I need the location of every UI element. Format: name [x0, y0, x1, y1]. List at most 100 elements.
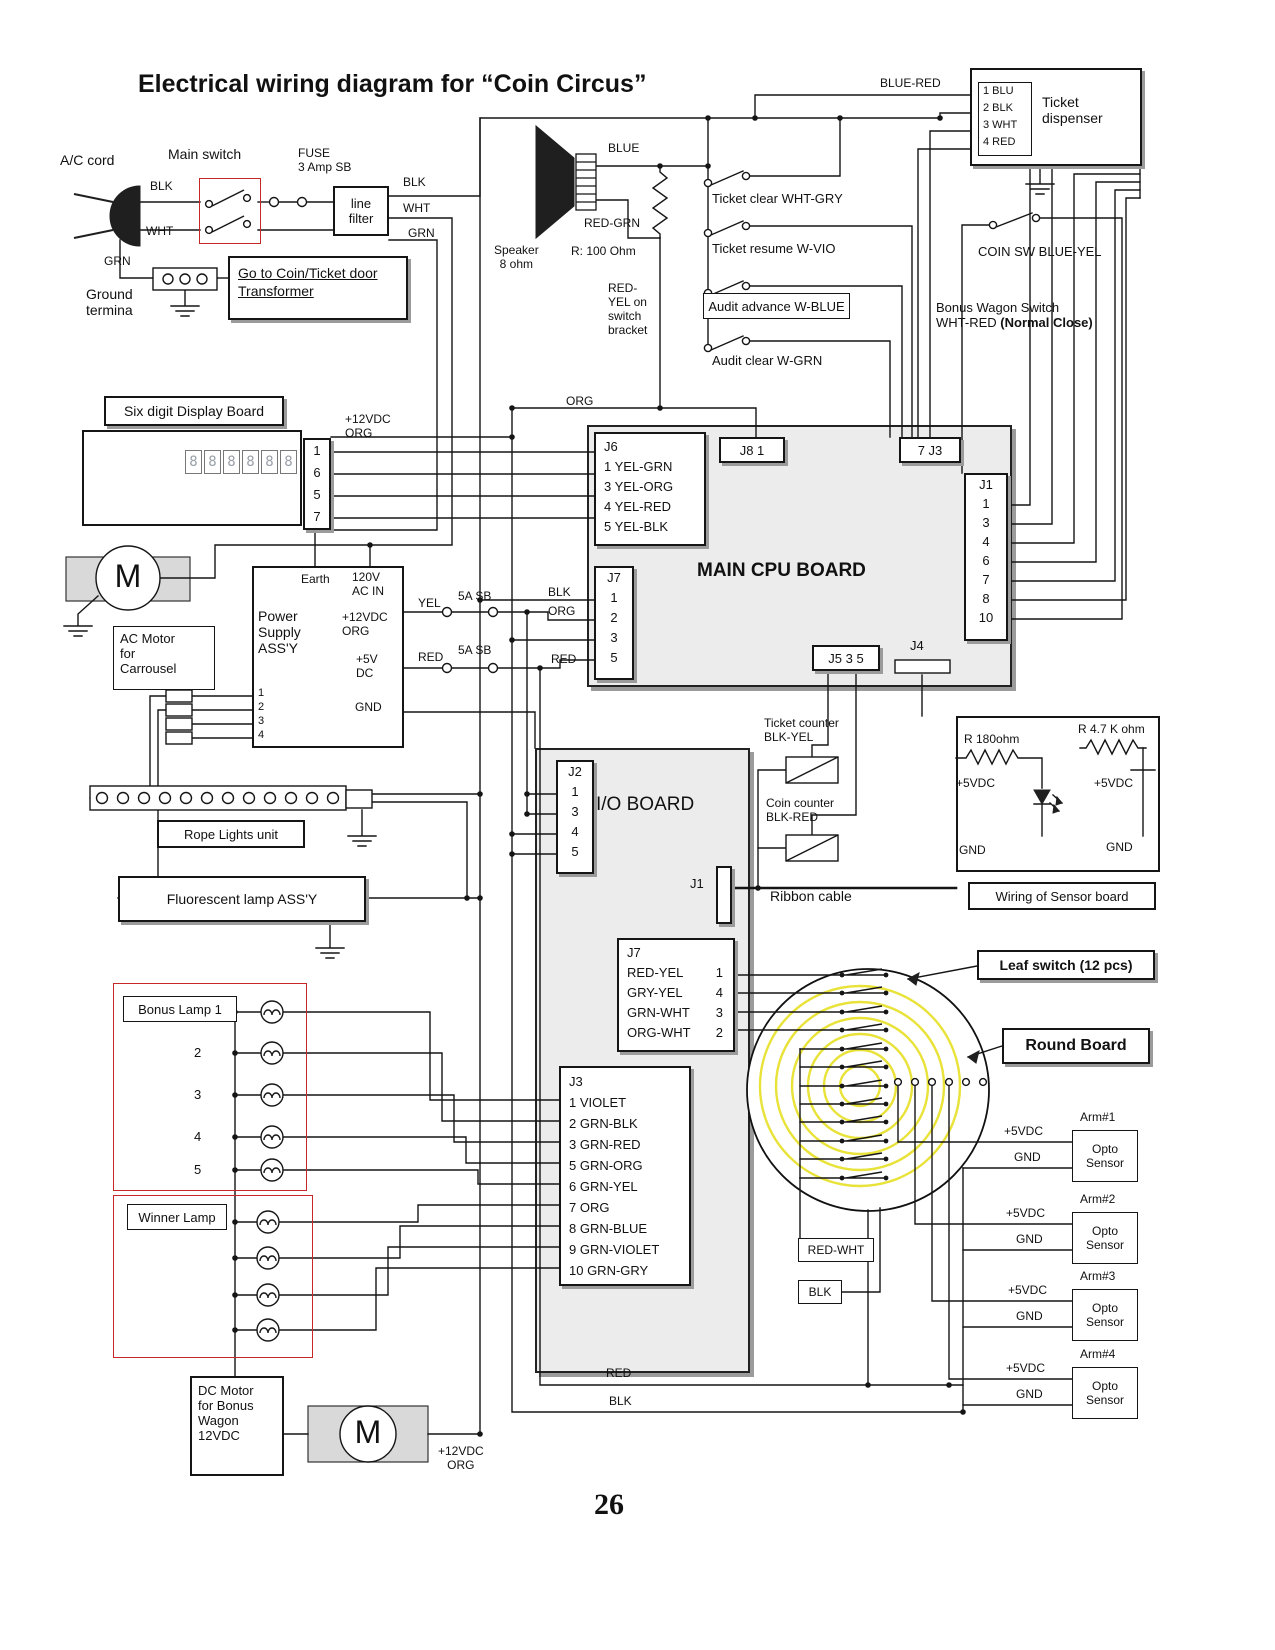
connector-pin: 3 YEL-ORG — [604, 479, 674, 494]
ticket-dispenser-label: Ticket dispenser — [1042, 94, 1103, 126]
connector-name: J1 — [979, 477, 993, 492]
wire-label-12vdc-org-bottom: +12VDC ORG — [438, 1444, 484, 1473]
arm2-gnd-label: GND — [1016, 1232, 1043, 1246]
connector-name: J6 — [604, 439, 618, 454]
main-switch-label: Main switch — [168, 146, 242, 162]
psu-pin: 1 — [258, 687, 265, 699]
connector-pin: 5 YEL-BLK — [604, 519, 669, 534]
page-number: 26 — [594, 1488, 624, 1521]
ac-motor-symbol: M — [114, 558, 142, 594]
transformer-note-text: Go to Coin/Ticket door Transformer — [238, 265, 378, 299]
wire-label-red-yel: RED- YEL on switch bracket — [608, 281, 648, 338]
ribbon-cable-label: Ribbon cable — [770, 888, 852, 904]
speaker-label: Speaker 8 ohm — [494, 243, 539, 272]
wire-label-blk-in: BLK — [150, 179, 173, 193]
connector-pin: 3 — [571, 804, 579, 819]
display-pin: 1 — [313, 443, 321, 458]
connector-pin: RED-YEL — [627, 965, 684, 980]
connector-pin: 5 — [610, 650, 618, 665]
arm1-label: Arm#1 — [1080, 1110, 1116, 1124]
connector-pin: 5 — [571, 844, 579, 859]
transformer-note-box: Go to Coin/Ticket door Transformer — [228, 256, 408, 320]
connector-pin: 1 — [982, 496, 990, 511]
wire-label-blk-j7: BLK — [548, 585, 571, 599]
cpu-board-title: MAIN CPU BOARD — [697, 560, 866, 581]
psu-gnd-label: GND — [355, 700, 382, 714]
ticket-counter-label: Ticket counter BLK-YEL — [764, 716, 839, 745]
leaf-switches — [839, 968, 889, 1181]
blk-box: BLK — [798, 1280, 842, 1304]
digit: 8 — [223, 450, 240, 474]
wire-label-wht-out: WHT — [403, 201, 431, 215]
wire-label-wht-in: WHT — [146, 224, 174, 238]
connector-pin: 7 ORG — [569, 1200, 610, 1215]
connector-pin: 10 — [978, 610, 994, 625]
connector-pin: 6 GRN-YEL — [569, 1179, 638, 1194]
psu-12v-label: +12VDC ORG — [342, 610, 388, 639]
leaf-switch-label-box: Leaf switch (12 pcs) — [977, 950, 1155, 980]
speaker-grille — [575, 153, 597, 211]
dispenser-pin: 2 BLK — [983, 102, 1013, 114]
bonus-wagon-switch-label: Bonus Wagon Switch WHT-RED (Normal Close… — [936, 300, 1126, 330]
switch-audit-advance-label: Audit advance W-BLUE — [703, 293, 850, 319]
ticket-dispenser-pins: 1 BLU 2 BLK 3 WHT 4 RED — [978, 82, 1032, 156]
arm4-5v-label: +5VDC — [1006, 1361, 1046, 1375]
dc-motor-symbol: M — [354, 1414, 382, 1450]
rope-lights-label-box: Rope Lights unit — [157, 820, 305, 848]
digit: 8 — [261, 450, 278, 474]
psu-pin-numbers: 1 2 3 4 — [258, 686, 264, 742]
ac-motor-label-box: AC Motor for Carrousel — [113, 626, 215, 690]
arm2-5v-label: +5VDC — [1006, 1206, 1046, 1220]
connector-pin: 4 YEL-RED — [604, 499, 671, 514]
connector-pin: 6 — [982, 553, 990, 568]
switch-ticket-clear-label: Ticket clear WHT-GRY — [712, 191, 843, 206]
bonus-wagon-line2-bold: (Normal Close) — [1000, 315, 1093, 330]
psu-5v-label: +5V DC — [356, 652, 378, 681]
sensor-board-title-box: Wiring of Sensor board — [968, 882, 1156, 910]
digit: 8 — [242, 450, 259, 474]
display-pin: 7 — [313, 509, 321, 524]
bonus-lamp-2: 2 — [194, 1045, 202, 1060]
connector-pin: 2 GRN-BLK — [569, 1116, 638, 1131]
io-j2-connector: J2 1 3 4 5 — [556, 760, 594, 874]
opto-sensor-3: Opto Sensor — [1072, 1289, 1138, 1341]
sensor-5v-label-2: +5VDC — [1094, 776, 1134, 790]
connector-pin: 1 VIOLET — [569, 1095, 627, 1110]
line-filter-box: line filter — [333, 186, 389, 236]
resistor-label: R: 100 Ohm — [571, 244, 636, 258]
arm3-5v-label: +5VDC — [1008, 1283, 1048, 1297]
connector-pin: 8 — [982, 591, 990, 606]
arm3-label: Arm#3 — [1080, 1269, 1116, 1283]
connector-pin: 7 — [982, 572, 990, 587]
cpu-j3-connector: 7 J3 — [899, 437, 961, 463]
red-wht-box: RED-WHT — [798, 1238, 874, 1262]
wire-label-grn-in: GRN — [104, 254, 131, 268]
sensor-r2-label: R 4.7 K ohm — [1078, 722, 1145, 736]
bonus-lamp-3: 3 — [194, 1087, 202, 1102]
io-board-title: I/O BOARD — [596, 794, 695, 815]
switch-audit-clear-label: Audit clear W-GRN — [712, 353, 823, 368]
connector-pin: ORG-WHT — [627, 1025, 691, 1040]
connector-pin-num: 2 — [715, 1025, 723, 1040]
wire-label-org-j7: ORG — [548, 604, 576, 618]
wire-label-12vdc-org-display: +12VDC ORG — [345, 412, 391, 441]
wire-label-blk-out: BLK — [403, 175, 426, 189]
fuse-label-5asb-2: 5A SB — [458, 643, 492, 657]
round-board-label-box: Round Board — [1002, 1028, 1150, 1064]
psu-earth-label: Earth — [301, 572, 330, 586]
opto-sensor-2: Opto Sensor — [1072, 1212, 1138, 1264]
dispenser-pin: 3 WHT — [983, 119, 1018, 131]
winner-lamp-label-box: Winner Lamp — [127, 1204, 227, 1230]
bonus-wagon-line1: Bonus Wagon Switch — [936, 300, 1060, 315]
io-j3-connector: J3 1 VIOLET 2 GRN-BLK 3 GRN-RED 5 GRN-OR… — [559, 1066, 691, 1286]
connector-pin: 4 — [571, 824, 579, 839]
fuse-label: FUSE 3 Amp SB — [298, 146, 352, 175]
connector-pin: 4 — [982, 534, 990, 549]
power-supply-box — [252, 566, 404, 748]
connector-pin-num: 4 — [715, 985, 723, 1000]
wire-label-yel: YEL — [418, 596, 441, 610]
connector-pin: 9 GRN-VIOLET — [569, 1242, 660, 1257]
wire-label-red-j7: RED — [551, 652, 577, 666]
